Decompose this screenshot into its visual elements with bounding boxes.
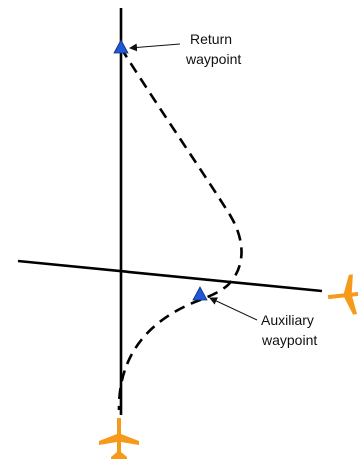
auxiliary-waypoint-arrow [209, 297, 258, 321]
auxiliary-waypoint-label-line-1: Auxiliary [261, 312, 314, 328]
crossing-track-line [17, 259, 323, 293]
return-waypoint-label-line-1: Return [190, 31, 232, 47]
return-waypoint-arrow [129, 43, 181, 52]
return-waypoint-label: Return waypoint [185, 31, 241, 67]
airplane-icon [327, 274, 358, 315]
airplane-icon [99, 418, 139, 459]
auxiliary-waypoint-marker [192, 286, 208, 301]
return-waypoint-label-line-2: waypoint [185, 51, 241, 67]
auxiliary-waypoint-label: Auxiliary waypoint [261, 312, 318, 348]
dashed-flight-path [117, 47, 243, 411]
return-waypoint-marker [113, 39, 129, 54]
auxiliary-waypoint-label-line-2: waypoint [261, 332, 317, 348]
